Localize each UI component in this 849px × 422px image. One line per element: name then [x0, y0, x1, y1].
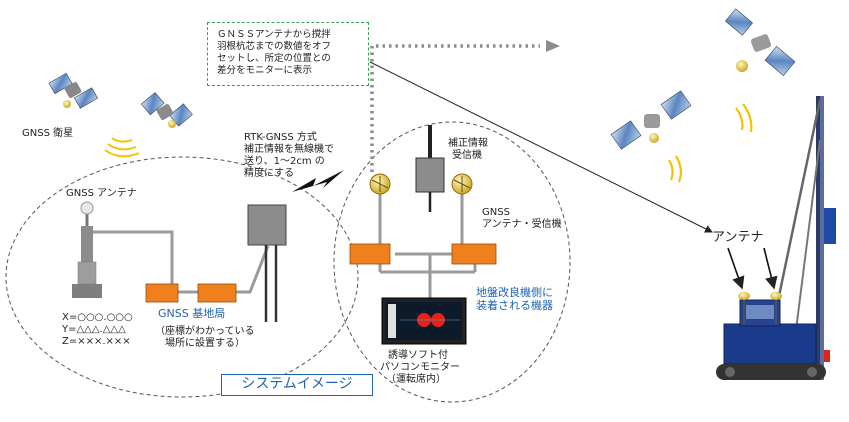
note-line: ＧＮＳＳアンテナから撹拌 [217, 29, 331, 40]
pc-monitor [381, 297, 467, 345]
correction-receiver [415, 157, 445, 193]
ground-improvement-machine [716, 96, 836, 380]
antenna-label: アンテナ [712, 230, 764, 245]
rtk-label: RTK-GNSS 方式 [244, 132, 317, 143]
base-station-box [197, 283, 237, 303]
gnss-antenna-label: GNSS アンテナ [66, 188, 137, 199]
gnss-antenna-icon [451, 173, 473, 195]
signal-waves-icon [668, 103, 753, 183]
satellite-icon [610, 90, 692, 150]
gnss-antenna-icon [369, 173, 391, 195]
receiver-box [451, 243, 497, 265]
note-line: 差分をモニターに表示 [217, 65, 313, 76]
pc-monitor-label: 誘導ソフト付 [388, 350, 448, 361]
antenna-arrow [727, 247, 745, 290]
satellite-icon [140, 92, 193, 128]
base-station-note: 場所に設置する） [165, 338, 245, 349]
coordinate-x: X=○○○.○○○ [62, 312, 133, 323]
pc-monitor-label: （運転席内） [386, 374, 446, 385]
receiver-box [349, 243, 391, 265]
gnss-antenna-mast [72, 201, 102, 298]
machine-wiring [378, 190, 477, 298]
base-station-label: GNSS 基地局 [158, 307, 226, 320]
satellite-icon [725, 8, 796, 77]
mounted-equipment-label: 装着される機器 [476, 299, 553, 312]
base-station-note: （座標がわかっている [155, 326, 255, 337]
rtk-label: 精度にする [244, 168, 295, 179]
mounted-equipment-label: 地盤改良機側に [476, 286, 553, 299]
coordinate-y: Y=△△△.△△△ [62, 324, 126, 335]
correction-receiver-label: 受信機 [452, 150, 482, 161]
system-image-title: システムイメージ [221, 374, 373, 396]
rtk-label: 送り、1～2cm の [244, 156, 325, 167]
gnss-satellite-label: GNSS 衛星 [22, 128, 74, 139]
rtk-label: 補正情報を無線機で [244, 144, 334, 155]
coordinate-z: Z=×××.××× [62, 336, 131, 347]
offset-note: ＧＮＳＳアンテナから撹拌 羽根杭芯までの数値をオフ セットし、所定の位置との 差… [207, 22, 369, 86]
antenna-receiver-label: アンテナ・受信機 [482, 219, 562, 230]
offset-arrow-head [546, 40, 560, 52]
base-station-wiring [93, 230, 270, 294]
antenna-receiver-label: GNSS [482, 207, 510, 218]
offset-arrow-line [370, 44, 540, 172]
signal-waves-icon [104, 137, 140, 158]
radio-signal-icon [292, 170, 344, 192]
machine-equipment-area [333, 121, 571, 403]
note-line: セットし、所定の位置との [217, 53, 331, 64]
antenna-arrow [763, 247, 778, 290]
correction-receiver-label: 補正情報 [448, 138, 488, 149]
radio-transmitter [247, 204, 287, 322]
antenna-pointer-line [369, 61, 713, 233]
base-station-box [145, 283, 179, 303]
note-line: 羽根杭芯までの数値をオフ [217, 41, 332, 52]
pc-monitor-label: パソコンモニター [380, 362, 460, 373]
base-station-area [5, 156, 359, 398]
satellite-icon [48, 72, 99, 109]
